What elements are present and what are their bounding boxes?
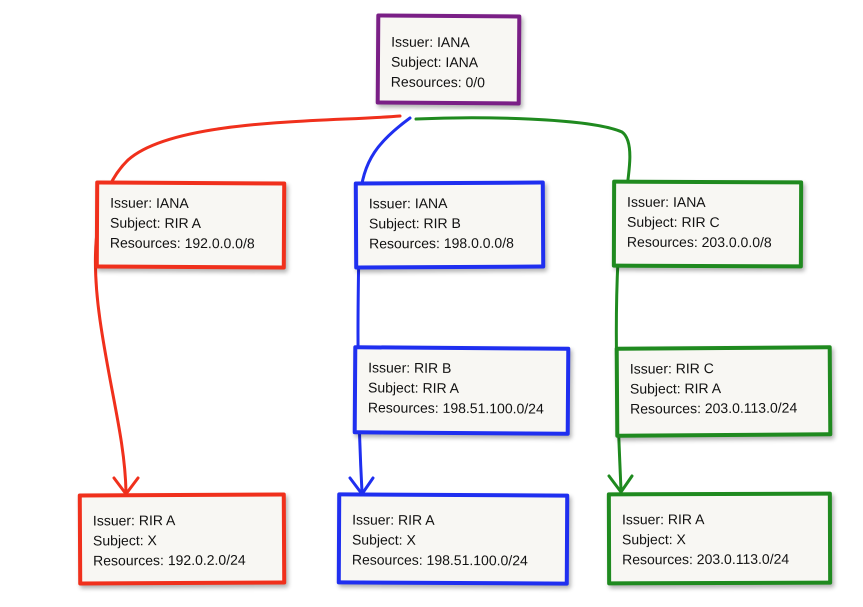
cert-resources: Resources: 198.51.100.0/24 — [367, 399, 544, 417]
cert-resources: Resources: 198.0.0.0/8 — [369, 234, 514, 252]
cert-issuer: Issuer: IANA — [110, 194, 189, 211]
cert-resources: Resources: 198.51.100.0/24 — [351, 551, 528, 569]
cert-issuer: Issuer: RIR B — [368, 359, 452, 376]
cert-issuer: Issuer: RIR A — [352, 511, 435, 528]
cert-subject: Subject: X — [92, 532, 157, 549]
cert-issuer: Issuer: RIR C — [629, 360, 714, 377]
cert-subject: Subject: RIR A — [629, 380, 722, 397]
cert-subject: Subject: RIR A — [109, 214, 202, 232]
certificate-rir-c-to-rir-a: Issuer: RIR C Subject: RIR A Resources: … — [614, 345, 833, 438]
cert-issuer: Issuer: RIR A — [92, 512, 176, 529]
cert-resources: Resources: 203.0.113.0/24 — [622, 550, 790, 568]
blue-connector-line — [356, 116, 412, 494]
cert-subject: Subject: X — [351, 531, 416, 548]
cert-issuer: Issuer: IANA — [391, 33, 470, 51]
cert-resources: Resources: 203.0.0.0/8 — [626, 233, 772, 251]
cert-subject: Subject: IANA — [390, 53, 479, 71]
cert-subject: Subject: RIR A — [367, 379, 460, 396]
cert-issuer: Issuer: IANA — [368, 195, 448, 212]
cert-issuer: Issuer: RIR A — [621, 511, 705, 528]
cert-subject: Subject: RIR C — [626, 213, 720, 231]
certificate-iana-root: Issuer: IANA Subject: IANA Resources: 0/… — [375, 13, 522, 106]
certificate-rir-c: Issuer: IANA Subject: RIR C Resources: 2… — [611, 179, 804, 269]
certificate-x-green: Issuer: RIR A Subject: X Resources: 203.… — [606, 491, 833, 586]
certificate-rir-a: Issuer: IANA Subject: RIR A Resources: 1… — [94, 180, 287, 270]
cert-resources: Resources: 0/0 — [390, 73, 486, 91]
red-connector-line — [93, 114, 402, 494]
certificate-x-red: Issuer: RIR A Subject: X Resources: 192.… — [77, 492, 287, 586]
cert-subject: Subject: X — [621, 531, 686, 548]
cert-subject: Subject: RIR B — [368, 214, 461, 232]
cert-resources: Resources: 192.0.2.0/24 — [93, 551, 246, 569]
certificate-x-blue: Issuer: RIR A Subject: X Resources: 198.… — [336, 492, 570, 586]
certificate-rir-b-to-rir-a: Issuer: RIR B Subject: RIR A Resources: … — [352, 345, 571, 436]
certificate-rir-b: Issuer: IANA Subject: RIR B Resources: 1… — [353, 180, 546, 270]
cert-resources: Resources: 192.0.0.0/8 — [109, 234, 255, 252]
cert-resources: Resources: 203.0.113.0/24 — [630, 399, 798, 417]
cert-issuer: Issuer: IANA — [627, 193, 706, 210]
